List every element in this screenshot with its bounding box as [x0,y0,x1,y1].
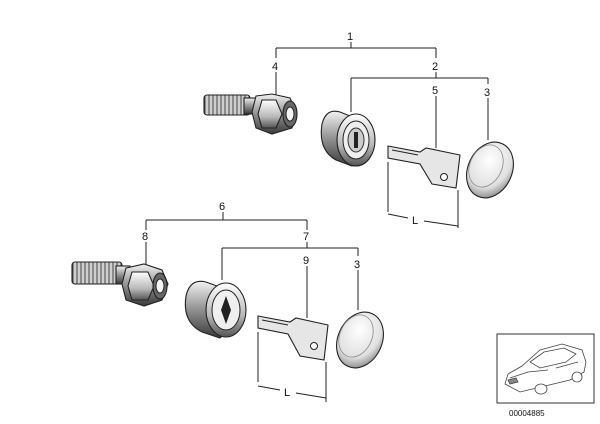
car-icon [504,343,587,395]
dimension-label-top: L [412,215,418,227]
callout-bolt-bottom: 8 [142,231,148,243]
lug-bolt-top [203,93,298,135]
dimension-label-bottom: L [284,387,290,399]
leader-lines-top [275,42,489,148]
key-top: L [387,145,461,228]
callout-lockset-top: 2 [432,61,438,73]
callout-group-bottom: 6 [219,201,225,213]
key-bottom: L [257,315,329,402]
leader-lines-bottom [145,212,359,318]
callout-group-top: 1 [347,31,353,43]
lock-cylinder-top [320,110,376,167]
callout-key-top: 5 [432,85,438,97]
lug-bolt-bottom [71,261,169,307]
callout-lockset-bottom: 7 [303,231,309,243]
cover-cap-bottom [336,311,384,369]
assembly-bottom: L 6 8 7 9 3 [71,201,384,402]
callout-key-bottom: 9 [303,255,309,267]
diagram-number: 00004885 [509,409,545,418]
callout-bolt-top: 4 [272,61,278,73]
assembly-top: L 1 4 2 5 3 [203,31,514,228]
cover-cap-top [466,141,514,199]
lock-cylinder-bottom [184,280,247,339]
vehicle-thumbnail: 00004885 [496,333,595,418]
callout-cap-bottom: 3 [354,259,360,271]
callout-cap-top: 3 [484,87,490,99]
